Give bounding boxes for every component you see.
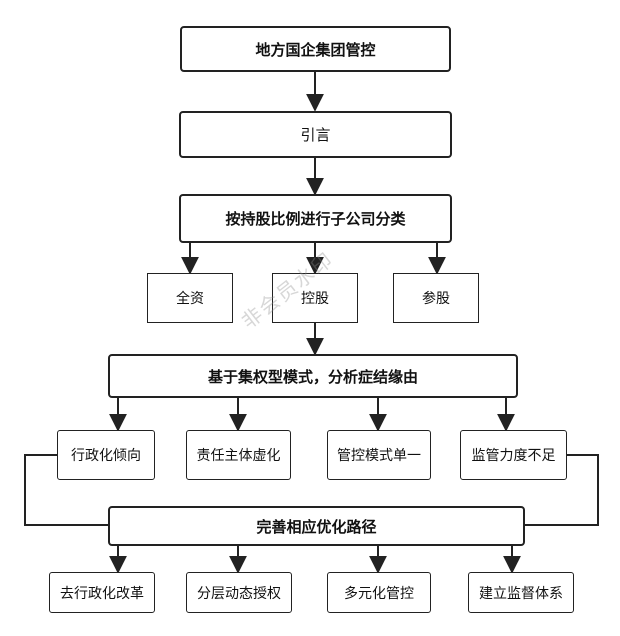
bracket-right [525, 454, 599, 526]
node-issue-4: 监管力度不足 [460, 430, 567, 480]
node-type-full: 全资 [147, 273, 233, 323]
node-type-share: 参股 [393, 273, 479, 323]
node-issue-1: 行政化倾向 [57, 430, 155, 480]
node-path-3: 多元化管控 [327, 572, 431, 613]
node-path-1: 去行政化改革 [49, 572, 155, 613]
node-top: 地方国企集团管控 [180, 26, 451, 72]
node-optimize: 完善相应优化路径 [108, 506, 525, 546]
node-cause: 基于集权型模式，分析症结缘由 [108, 354, 518, 398]
bracket-left [24, 454, 108, 526]
node-type-control: 控股 [272, 273, 358, 323]
node-path-2: 分层动态授权 [186, 572, 292, 613]
node-issue-3: 管控模式单一 [327, 430, 431, 480]
node-path-4: 建立监督体系 [468, 572, 574, 613]
node-intro: 引言 [179, 111, 452, 158]
node-issue-2: 责任主体虚化 [186, 430, 291, 480]
node-classify: 按持股比例进行子公司分类 [179, 194, 452, 243]
